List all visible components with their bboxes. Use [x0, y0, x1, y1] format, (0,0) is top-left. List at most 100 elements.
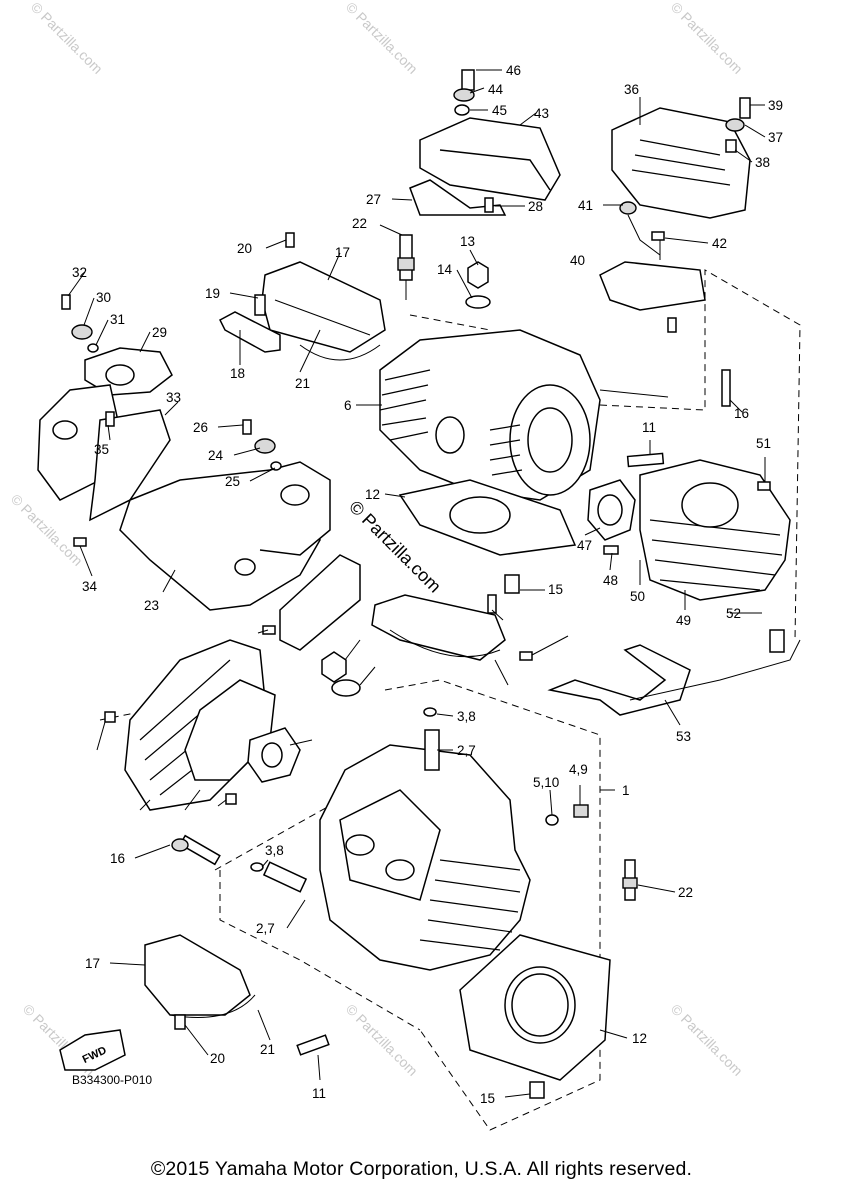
callout-11-lower: 11: [312, 1086, 326, 1101]
rear-cylinder-cover: [611, 97, 751, 219]
callout-42: 42: [712, 236, 727, 251]
callout-22: 22: [352, 216, 367, 231]
tappet-cover-front-lower: [144, 934, 256, 1030]
callout-31: 31: [110, 312, 125, 327]
bolts: [73, 197, 771, 805]
callout-12-front: 12: [632, 1031, 647, 1046]
callout-16: 16: [734, 406, 749, 421]
nut-washer-center: [321, 651, 361, 697]
callout-32: 32: [72, 265, 87, 280]
callout-53: 53: [676, 729, 691, 744]
callout-52: 52: [726, 606, 741, 621]
bracket-40: [599, 201, 706, 311]
callout-38: 38: [755, 155, 770, 170]
valve-guide-left: [250, 861, 308, 893]
callout-14: 14: [437, 262, 453, 277]
callout-48: 48: [603, 573, 618, 588]
callout-40: 40: [570, 253, 585, 268]
callout-30: 30: [96, 290, 111, 305]
callout-17-lower: 17: [85, 956, 100, 971]
callout-17: 17: [335, 245, 350, 260]
callout-24: 24: [208, 448, 224, 463]
dowel-15-top: [504, 574, 545, 594]
watermark: © Partzilla.com: [8, 491, 86, 569]
callout-35: 35: [94, 442, 109, 457]
gasket-47-rear: [587, 479, 636, 541]
callout-11: 11: [642, 420, 656, 435]
tappet-cover-rear-left: [254, 261, 386, 361]
front-cylinder-head: [319, 707, 589, 971]
callout-6: 6: [344, 398, 352, 413]
callout-28: 28: [528, 199, 543, 214]
watermark: © Partzilla.com: [343, 1001, 421, 1079]
watermark: © Partzilla.com: [343, 0, 421, 77]
callout-2,7: 2,7: [457, 743, 476, 758]
callout-20: 20: [237, 241, 252, 256]
head-gasket-rear: [398, 479, 577, 556]
callout-2,7-left: 2,7: [256, 921, 275, 936]
callout-15: 15: [548, 582, 563, 597]
watermark: © Partzilla.com: [28, 0, 106, 77]
cylinder-rear: [639, 459, 791, 601]
callout-41: 41: [578, 198, 593, 213]
callout-47: 47: [577, 538, 592, 553]
front-valve-cover: [119, 461, 361, 651]
callout-1: 1: [622, 783, 630, 798]
spark-plug-front: [622, 859, 638, 901]
nut-washer-top: [465, 261, 491, 309]
callout-3,8-left: 3,8: [265, 843, 284, 858]
callout-3,8: 3,8: [457, 709, 476, 724]
watermark: © Partzilla.com: [668, 0, 746, 77]
tappet-cover-front-center: [371, 594, 506, 661]
callout-4,9: 4,9: [569, 762, 588, 777]
callout-43: 43: [534, 106, 549, 121]
callout-13: 13: [460, 234, 475, 249]
fwd-arrow-icon: FWD: [59, 1029, 126, 1071]
callout-19: 19: [205, 286, 220, 301]
callout-33: 33: [166, 390, 181, 405]
callout-36: 36: [624, 82, 639, 97]
watermark: © Partzilla.com: [668, 1001, 746, 1079]
callout-46: 46: [506, 63, 521, 78]
callout-21-lower: 21: [260, 1042, 275, 1057]
callout-12: 12: [365, 487, 380, 502]
callout-15-lower: 15: [480, 1091, 495, 1106]
head-gasket-front: [459, 934, 611, 1081]
callout-5,10: 5,10: [533, 775, 559, 790]
callout-26: 26: [193, 420, 208, 435]
stud-11-bottom: [296, 1034, 330, 1056]
callout-45: 45: [492, 103, 507, 118]
callout-44: 44: [488, 82, 504, 97]
callout-34: 34: [82, 579, 98, 594]
rear-tappet-cover: [409, 69, 561, 216]
bracket-18: [219, 311, 281, 353]
callout-50: 50: [630, 589, 645, 604]
callout-29: 29: [152, 325, 167, 340]
dowel-15-bottom: [529, 1081, 545, 1099]
copyright-notice: ©2015 Yamaha Motor Corporation, U.S.A. A…: [150, 1158, 693, 1180]
gasket-47-front: [247, 727, 301, 783]
left-cover-29: [61, 294, 173, 396]
callout-20-lower: 20: [210, 1051, 225, 1066]
callout-16-front: 16: [110, 851, 125, 866]
leader-lines: [67, 69, 766, 1098]
bracket-53: [547, 629, 801, 716]
callouts: 46 44 45 43 36 39 37 38 27 28 41 42 22 1…: [72, 63, 783, 1106]
stud-11-top: [626, 452, 665, 468]
callout-39: 39: [768, 98, 783, 113]
callout-18: 18: [230, 366, 245, 381]
callout-25: 25: [225, 474, 240, 489]
bolt-16-front: [171, 834, 221, 866]
callout-27: 27: [366, 192, 381, 207]
rear-cylinder-head: [379, 329, 601, 501]
bolt-grommet-24-26: [242, 419, 282, 471]
callout-51: 51: [756, 436, 771, 451]
callout-23: 23: [144, 598, 159, 613]
callout-21: 21: [295, 376, 310, 391]
diagram-code: B334300-P010: [72, 1073, 153, 1087]
callout-22-front: 22: [678, 885, 693, 900]
callout-49: 49: [676, 613, 691, 628]
spark-plug-rear: [397, 234, 415, 300]
callout-37: 37: [768, 130, 783, 145]
